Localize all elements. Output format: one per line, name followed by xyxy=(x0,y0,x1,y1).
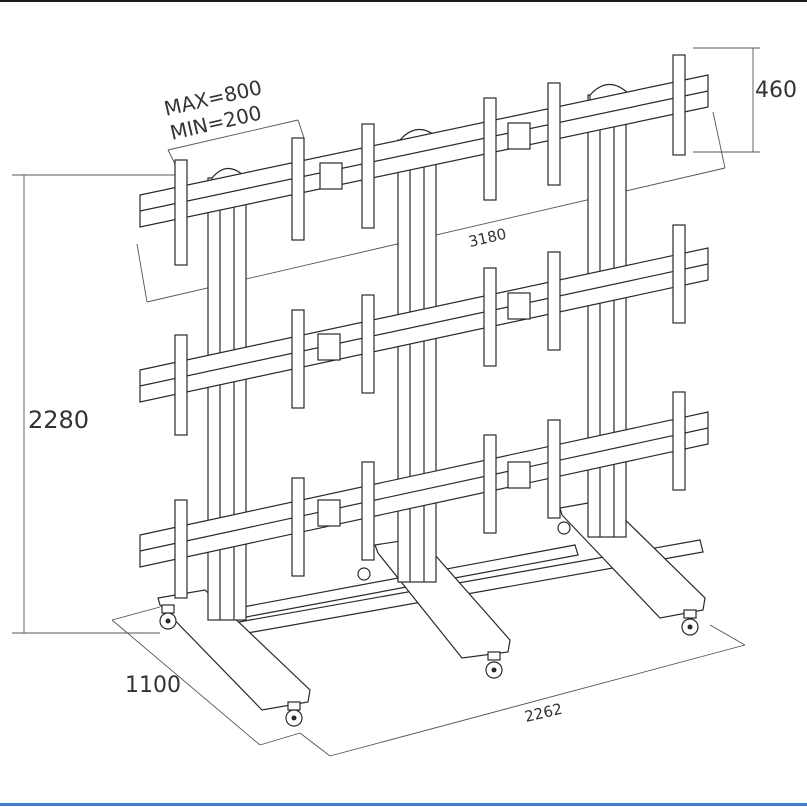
bracket-row1-4 xyxy=(483,97,497,201)
bracket-row3-5 xyxy=(547,419,561,519)
caster-front-left xyxy=(285,701,303,727)
beam-rows xyxy=(139,54,709,599)
beam-row-top xyxy=(139,54,709,266)
bracket-row3-3 xyxy=(361,461,375,561)
label-height: 2280 xyxy=(28,406,89,434)
top-border xyxy=(0,0,807,2)
bracket-row1-6 xyxy=(672,54,686,156)
bracket-row2-5 xyxy=(547,251,561,351)
bracket-row3-4 xyxy=(483,434,497,534)
bracket-row2-3 xyxy=(361,294,375,394)
bracket-row3-1 xyxy=(174,499,188,599)
label-base-length: 2262 xyxy=(523,700,564,726)
beam-row-middle xyxy=(139,224,709,436)
upright-middle xyxy=(397,128,439,583)
bracket-row1-1 xyxy=(174,159,188,266)
bracket-row3-2 xyxy=(291,477,305,577)
casters xyxy=(159,521,699,727)
caster-front-right xyxy=(681,609,699,636)
bracket-row2-6 xyxy=(672,224,686,324)
label-width: 3180 xyxy=(467,225,508,251)
label-depth: 1100 xyxy=(125,673,181,698)
bracket-row1-2 xyxy=(291,137,305,241)
bracket-row2-4 xyxy=(483,267,497,367)
caster-rear-middle xyxy=(357,567,371,581)
beam-row-bottom xyxy=(139,391,709,599)
bracket-row3-6 xyxy=(672,391,686,491)
caster-rear-right xyxy=(557,521,571,535)
bottom-accent-border xyxy=(0,803,807,806)
bracket-row2-1 xyxy=(174,334,188,436)
upright-left xyxy=(207,167,247,621)
bracket-row1-5 xyxy=(547,82,561,186)
label-bracket-spacing: 460 xyxy=(755,78,797,103)
caster-rear-left xyxy=(159,604,177,630)
bracket-row1-3 xyxy=(361,123,375,229)
bracket-row2-2 xyxy=(291,309,305,409)
caster-front-middle xyxy=(485,651,503,679)
